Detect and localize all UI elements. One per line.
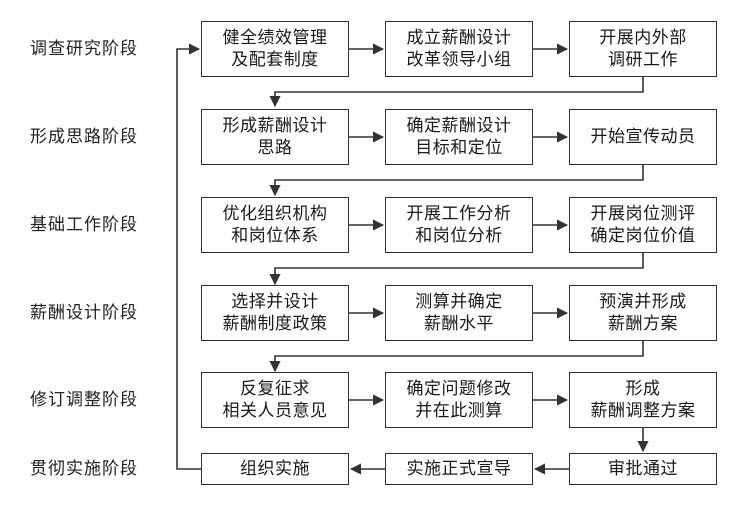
stage-label-5: 修订调整阶段 (30, 390, 138, 410)
arrow-feedback-loop (176, 43, 201, 470)
stage-label-6: 贯彻实施阶段 (30, 459, 138, 479)
step-box-r2-c2: 确定薪酬设计 目标和定位 (385, 109, 533, 165)
step-box-r1-c3: 开展内外部 调研工作 (569, 21, 717, 77)
arrow-r3-r4 (269, 253, 644, 286)
stage-label-4: 薪酬设计阶段 (30, 303, 138, 323)
step-box-r4-c1: 选择并设计 薪酬制度政策 (201, 285, 349, 341)
step-box-r6-c3: 审批通过 (569, 453, 717, 485)
step-box-r3-c3: 开展岗位测评 确定岗位价值 (569, 197, 717, 253)
step-box-r1-c1: 健全绩效管理 及配套制度 (201, 21, 349, 77)
step-box-r4-c3: 预演并形成 薪酬方案 (569, 285, 717, 341)
step-box-r6-c2: 实施正式宣导 (385, 453, 533, 485)
step-box-r3-c1: 优化组织机构 和岗位体系 (201, 197, 349, 253)
step-box-r6-c1: 组织实施 (201, 453, 349, 485)
step-box-r5-c1: 反复征求 相关人员意见 (201, 372, 349, 428)
step-box-r3-c2: 开展工作分析 和岗位分析 (385, 197, 533, 253)
arrow-r4-r5 (269, 341, 644, 373)
stage-label-3: 基础工作阶段 (30, 215, 138, 235)
step-box-r2-c3: 开始宣传动员 (569, 109, 717, 165)
arrow-r2-r3 (269, 165, 644, 197)
stage-label-2: 形成思路阶段 (30, 127, 138, 147)
step-box-r2-c1: 形成薪酬设计 思路 (201, 109, 349, 165)
step-box-r5-c2: 确定问题修改 并在此测算 (385, 372, 533, 428)
step-box-r1-c2: 成立薪酬设计 改革领导小组 (385, 21, 533, 77)
step-box-r4-c2: 测算并确定 薪酬水平 (385, 285, 533, 341)
step-box-r5-c3: 形成 薪酬调整方案 (569, 372, 717, 428)
stage-label-1: 调查研究阶段 (30, 39, 138, 59)
arrow-r1-r2 (269, 77, 644, 108)
